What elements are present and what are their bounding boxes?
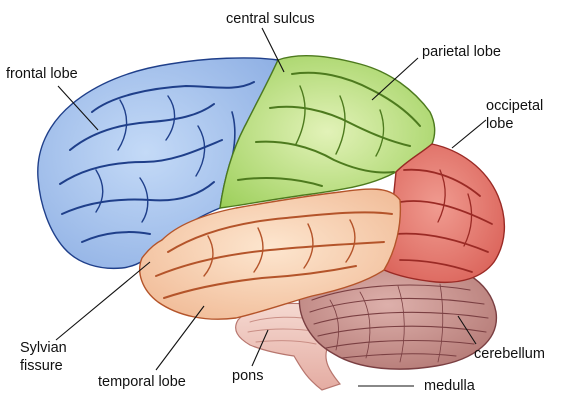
parietal-lobe-leader [371,57,419,101]
parietal-gyri [237,71,421,187]
occipital-gyri [395,168,493,273]
occipital-lobe-leader [451,119,487,149]
occipital-lobe-label-line2: lobe [486,116,513,132]
frontal-lobe-leader [57,85,99,131]
labels: central sulcus frontal lobe parietal lob… [6,11,545,394]
leader-lines [55,27,487,387]
central-sulcus-leader [261,27,285,73]
sylvian-fissure-label-line1: Sylvian [20,340,67,356]
parietal-lobe-label: parietal lobe [422,44,501,60]
occipital-lobe-label-line1: occipetal [486,98,543,114]
cerebellum-label: cerebellum [474,346,545,362]
cerebellum-folia [309,283,489,363]
temporal-lobe-label: temporal lobe [98,374,186,390]
frontal-gyri [59,81,255,243]
cerebellum-leader [457,315,477,345]
temporal-lobe-leader [155,305,205,371]
sylvian-fissure-label-line2: fissure [20,358,63,374]
pons-label: pons [232,368,263,384]
brain-illustration [37,54,506,391]
medulla-label: medulla [424,378,476,394]
frontal-lobe-label: frontal lobe [6,66,78,82]
central-sulcus-label: central sulcus [226,11,315,27]
temporal-gyri [155,211,393,299]
occipital-lobe-region [383,143,506,284]
sylvian-fissure-leader [55,261,151,341]
pons-leader [251,329,269,367]
